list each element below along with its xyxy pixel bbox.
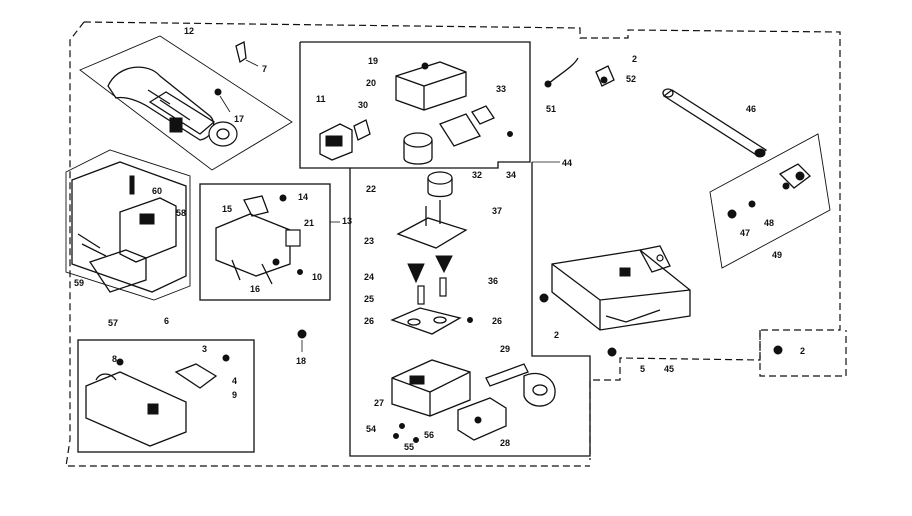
callout-20: 20 bbox=[366, 78, 376, 88]
callout-13: 13 bbox=[342, 216, 352, 226]
callout-12: 12 bbox=[184, 26, 194, 36]
callout-9: 9 bbox=[232, 390, 237, 400]
callout-2-right: 2 bbox=[800, 346, 805, 356]
callout-14: 14 bbox=[298, 192, 308, 202]
callout-44: 44 bbox=[562, 158, 572, 168]
group-12-outline bbox=[79, 35, 293, 171]
callout-16: 16 bbox=[250, 284, 260, 294]
callout-32: 32 bbox=[472, 170, 482, 180]
callout-17: 17 bbox=[234, 114, 244, 124]
callout-4: 4 bbox=[232, 376, 237, 386]
callout-7: 7 bbox=[262, 64, 267, 74]
callout-23: 23 bbox=[364, 236, 374, 246]
callout-11: 11 bbox=[316, 94, 326, 104]
part-7-clip bbox=[235, 41, 259, 67]
callout-59: 59 bbox=[74, 278, 84, 288]
group-57-outline bbox=[65, 149, 191, 301]
callout-29: 29 bbox=[500, 344, 510, 354]
callout-57: 57 bbox=[108, 318, 118, 328]
callout-26-upper: 26 bbox=[364, 316, 374, 326]
callout-28: 28 bbox=[500, 438, 510, 448]
callout-26-right: 26 bbox=[492, 316, 502, 326]
outer-boundary bbox=[65, 21, 847, 467]
callout-46: 46 bbox=[746, 104, 756, 114]
callout-2-top: 2 bbox=[632, 54, 637, 64]
callout-8: 8 bbox=[112, 354, 117, 364]
callout-15: 15 bbox=[222, 204, 232, 214]
callout-52: 52 bbox=[626, 74, 636, 84]
callout-18: 18 bbox=[296, 356, 306, 366]
callout-36: 36 bbox=[488, 276, 498, 286]
callout-3: 3 bbox=[202, 344, 207, 354]
callout-27: 27 bbox=[374, 398, 384, 408]
callout-45: 45 bbox=[664, 364, 674, 374]
callout-labels: 12 7 17 60 58 59 57 14 15 21 13 16 10 6 … bbox=[74, 26, 805, 452]
central-parts bbox=[319, 61, 556, 443]
callout-60: 60 bbox=[152, 186, 162, 196]
callout-49: 49 bbox=[772, 250, 782, 260]
group-6-box bbox=[77, 339, 255, 453]
callout-56: 56 bbox=[424, 430, 434, 440]
callout-48: 48 bbox=[764, 218, 774, 228]
callout-21: 21 bbox=[304, 218, 314, 228]
callout-22: 22 bbox=[366, 184, 376, 194]
callout-2-left: 2 bbox=[554, 330, 559, 340]
callout-5: 5 bbox=[640, 364, 645, 374]
callout-30: 30 bbox=[358, 100, 368, 110]
callout-37: 37 bbox=[492, 206, 502, 216]
bracket-45 bbox=[539, 245, 783, 357]
part-17-screw bbox=[214, 88, 231, 113]
callout-6: 6 bbox=[164, 316, 169, 326]
right-upper-parts bbox=[544, 57, 831, 269]
callout-34: 34 bbox=[506, 170, 516, 180]
callout-51: 51 bbox=[546, 104, 556, 114]
callout-47: 47 bbox=[740, 228, 750, 238]
callout-10: 10 bbox=[312, 272, 322, 282]
callout-25: 25 bbox=[364, 294, 374, 304]
callout-58: 58 bbox=[176, 208, 186, 218]
group-13-box bbox=[199, 183, 340, 301]
callout-55: 55 bbox=[404, 442, 414, 452]
part-18-screw bbox=[297, 329, 307, 352]
callout-24: 24 bbox=[364, 272, 374, 282]
callout-54: 54 bbox=[366, 424, 376, 434]
group-44-outline bbox=[299, 41, 591, 457]
callout-33: 33 bbox=[496, 84, 506, 94]
callout-19: 19 bbox=[368, 56, 378, 66]
